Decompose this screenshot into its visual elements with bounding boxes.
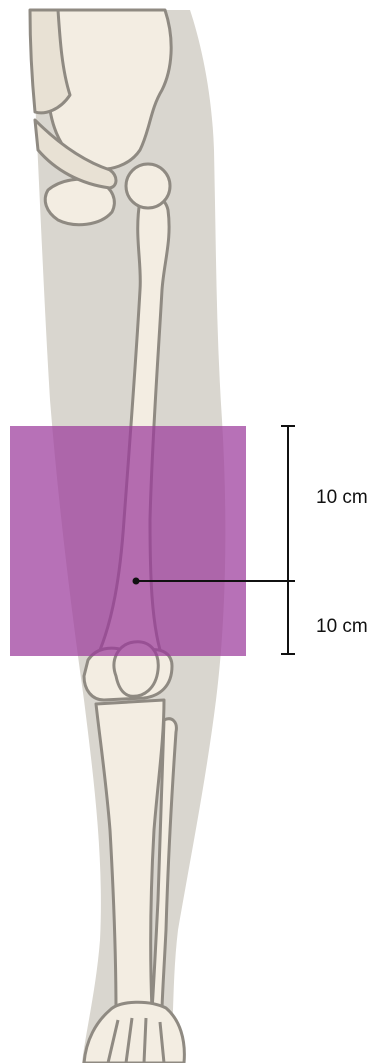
- femoral-head: [126, 164, 170, 208]
- upper-distance-label: 10 cm: [316, 487, 368, 508]
- pointer-dot: [133, 578, 140, 585]
- lower-distance-label: 10 cm: [316, 616, 368, 637]
- highlighted-knee-region: [10, 426, 246, 656]
